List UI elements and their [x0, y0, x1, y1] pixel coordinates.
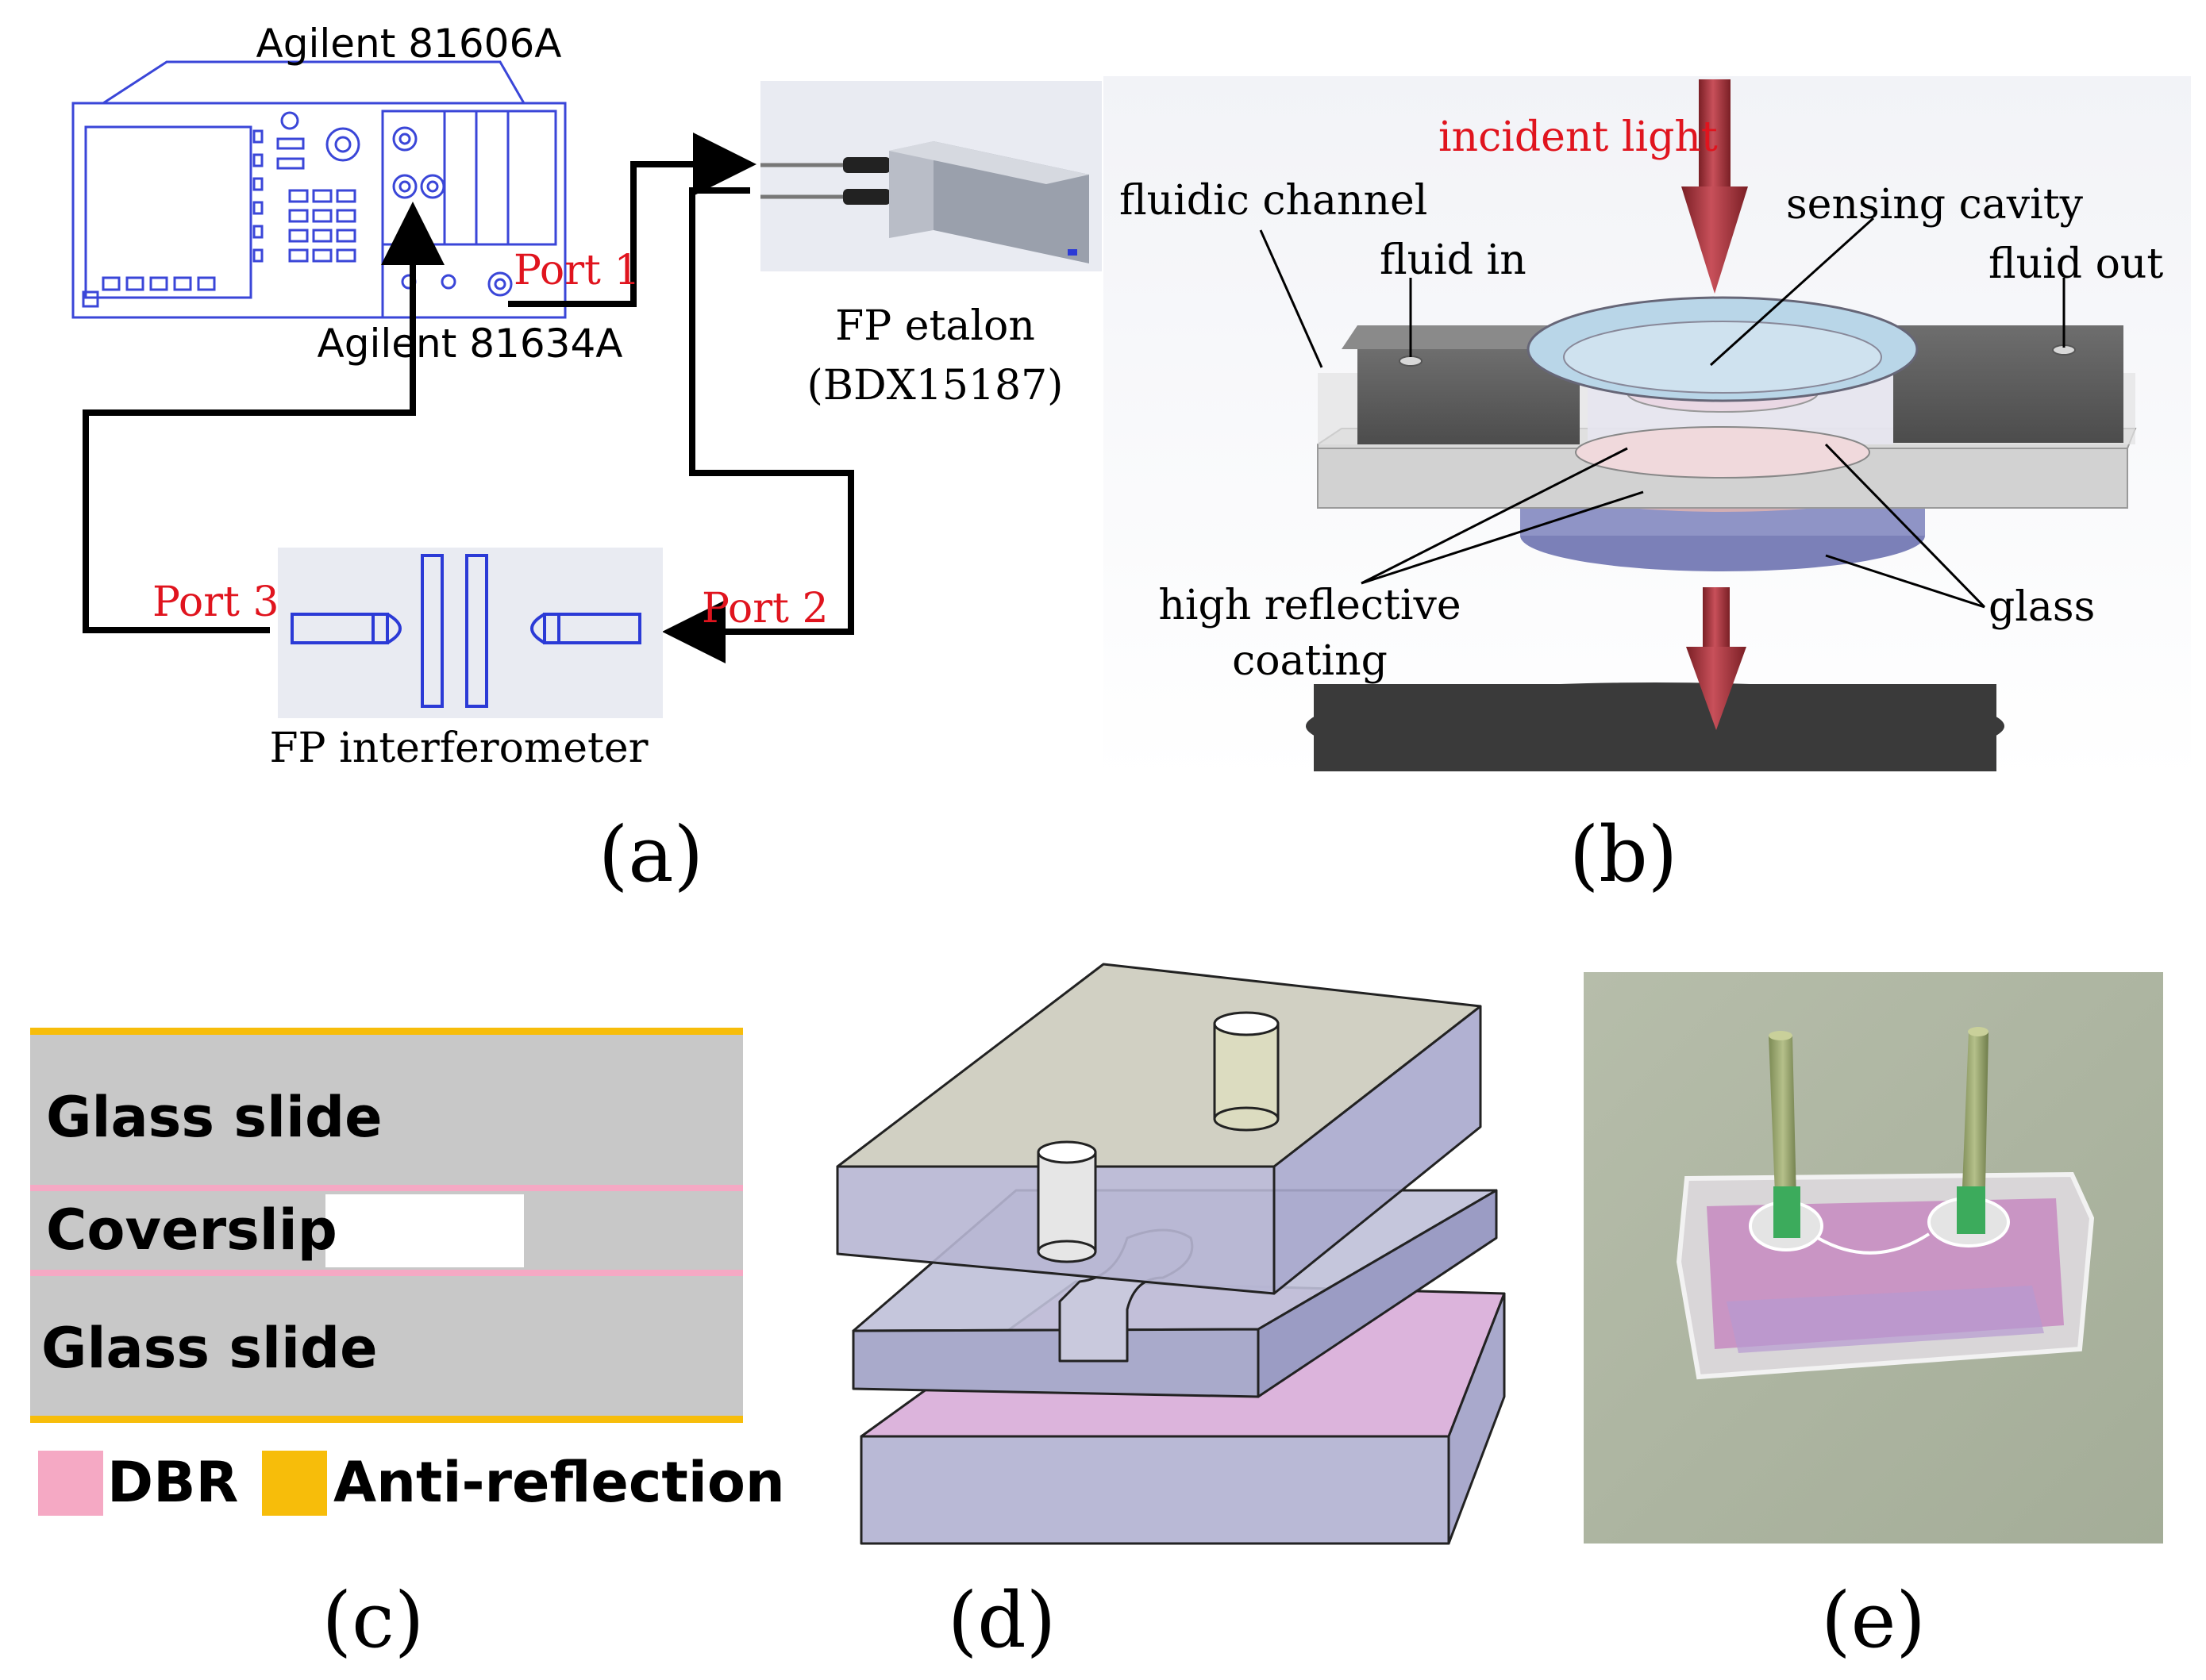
panel-b: incident light fluidic channel fluid in …	[1103, 76, 2191, 899]
high-reflective-label: high reflective	[1158, 582, 1461, 629]
transmitted-light-arrow	[1686, 587, 1746, 730]
agilent-81606a-label: Agilent 81606A	[256, 21, 562, 67]
sensing-cavity-label: sensing cavity	[1786, 181, 2084, 229]
panel-a-caption: (a)	[599, 810, 703, 899]
coverslip-cavity	[325, 1194, 524, 1267]
glass-slide-top-label: Glass slide	[46, 1085, 383, 1150]
fp-etalon-model-label: (BDX15187)	[807, 362, 1064, 409]
panel-c-caption: (c)	[322, 1576, 425, 1665]
leader-lines	[1259, 217, 2065, 609]
dbr-top	[30, 1185, 743, 1191]
port-1-label: Port 1	[514, 247, 641, 294]
dbr-legend-swatch	[38, 1451, 103, 1516]
tubing	[1769, 1027, 1988, 1238]
anti-reflection-legend-swatch	[262, 1451, 327, 1516]
anti-reflection-bottom	[30, 1416, 743, 1423]
panel-b-caption: (b)	[1569, 810, 1677, 899]
shadow-body	[1314, 684, 1996, 771]
fp-interferometer-label: FP interferometer	[269, 725, 648, 772]
incident-light-label: incident light	[1438, 113, 1718, 161]
agilent-instrument	[71, 60, 567, 319]
panel-e-caption: (e)	[1821, 1576, 1926, 1665]
panel-a: Agilent 81606A Agilent 81634A Port 1 Por…	[71, 21, 1102, 899]
fp-etalon-picture	[760, 81, 1102, 271]
agilent-81634a-label: Agilent 81634A	[318, 321, 623, 367]
dbr-bottom	[30, 1270, 743, 1276]
panel-e: (e)	[1584, 972, 2163, 1665]
fp-etalon-label: FP etalon	[835, 302, 1035, 350]
dbr-legend-label: DBR	[107, 1450, 238, 1515]
fluid-out-label: fluid out	[1988, 240, 2163, 288]
fluidic-channel-label: fluidic channel	[1119, 177, 1427, 225]
anti-reflection-top	[30, 1028, 743, 1035]
fluidic-channel-blocks	[1342, 325, 2123, 444]
sensing-cavity	[1526, 296, 1919, 479]
incident-light-arrow	[1681, 79, 1748, 294]
glass-label: glass	[1988, 583, 2095, 631]
microfluidic-chip-photo	[1676, 1171, 2095, 1380]
panel-d-caption: (d)	[948, 1576, 1056, 1665]
port-3-label: Port 3	[152, 579, 279, 626]
glass-slide-bottom-label: Glass slide	[41, 1316, 378, 1381]
port-2-label: Port 2	[702, 585, 829, 632]
fiber-connections	[83, 133, 854, 663]
anti-reflection-legend-label: Anti-reflection	[333, 1450, 785, 1515]
top-slide-3d	[836, 963, 1482, 1295]
coverslip-label: Coverslip	[46, 1198, 337, 1263]
panel-d: (d)	[836, 963, 1506, 1665]
coating-label: coating	[1232, 637, 1388, 685]
fp-interferometer-picture	[278, 548, 663, 718]
panel-c: Glass slide Coverslip Glass slide DBR An…	[30, 1028, 785, 1665]
fluid-in-label: fluid in	[1380, 236, 1526, 284]
